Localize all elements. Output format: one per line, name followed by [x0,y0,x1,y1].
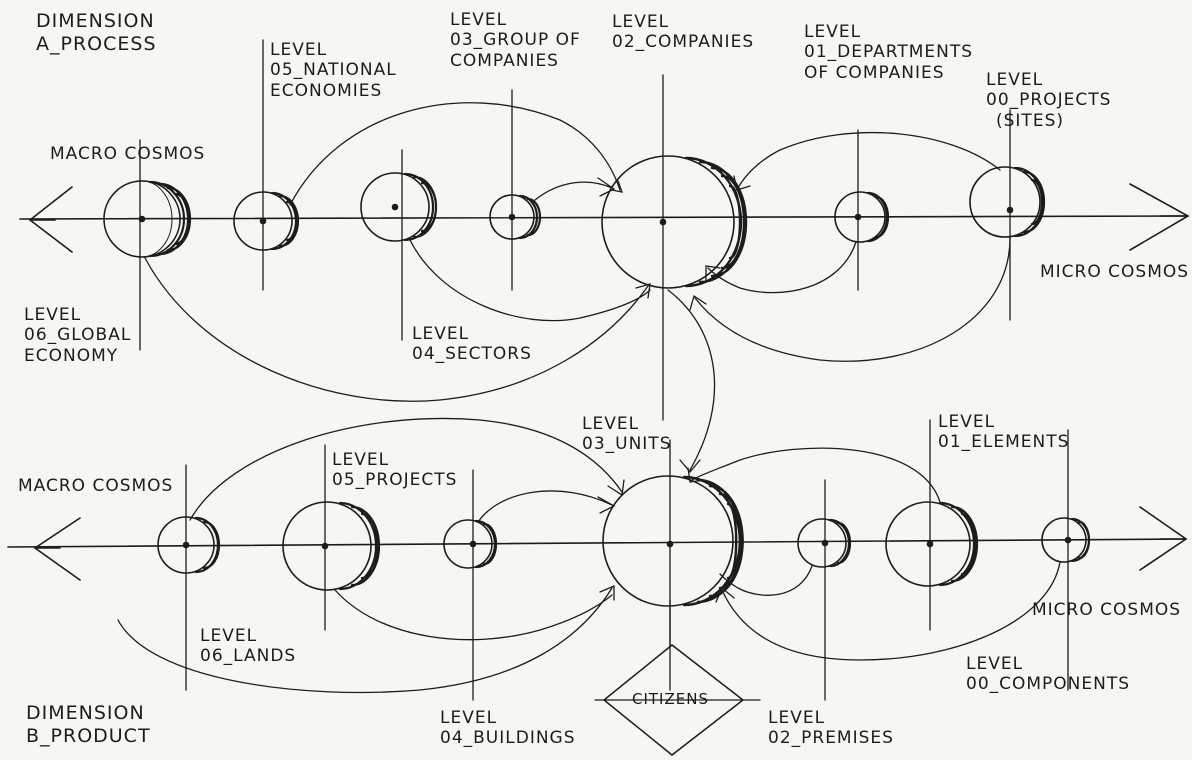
micro-cosmos-b: MICRO COSMOS [1032,600,1181,620]
sphere-b-05 [283,502,379,590]
citizens-diamond [595,600,760,755]
level-b-02: LEVEL 02_PREMISES [768,708,894,749]
level-a-02: LEVEL 02_COMPANIES [612,12,754,53]
level-a-01: LEVEL 01_DEPARTMENTS OF COMPANIES [804,22,973,83]
verticals-b [186,420,1068,700]
micro-cosmos-a: MICRO COSMOS [1040,262,1189,282]
sphere-b-03 [603,476,743,606]
citizens-label: CITIZENS [632,690,709,708]
level-a-00: LEVEL 00_PROJECTS (SITES) [986,70,1111,131]
arcs-a [145,103,1010,472]
level-b-04: LEVEL 04_BUILDINGS [440,708,576,749]
micro-arrow-a [1130,184,1188,250]
macro-cosmos-a: MACRO COSMOS [50,144,205,164]
sphere-b-01 [886,502,977,586]
level-a-05: LEVEL 05_NATIONAL ECONOMIES [270,40,397,101]
level-b-05: LEVEL 05_PROJECTS [332,450,457,491]
level-b-03: LEVEL 03_UNITS [582,414,671,455]
sphere-a-05 [234,192,298,250]
spheres-a [104,156,1044,288]
level-a-04: LEVEL 04_SECTORS [412,324,532,365]
dimension-b-title: DIMENSION B_PRODUCT [26,702,151,748]
macro-arrow-b [35,518,80,580]
level-b-00: LEVEL 00_COMPONENTS [966,654,1130,695]
axis-a [20,216,1188,219]
level-a-03: LEVEL 03_GROUP OF COMPANIES [450,10,581,71]
sphere-a-04 [361,173,436,241]
sphere-b-02 [798,519,850,567]
sphere-a-00 [970,167,1044,237]
dimension-a-title: DIMENSION A_PROCESS [36,10,157,56]
level-b-01: LEVEL 01_ELEMENTS [938,412,1069,453]
macro-cosmos-b: MACRO COSMOS [18,476,173,496]
level-b-06: LEVEL 06_LANDS [200,626,296,667]
level-a-06: LEVEL 06_GLOBAL ECONOMY [24,305,131,366]
sphere-a-02 [602,156,746,288]
